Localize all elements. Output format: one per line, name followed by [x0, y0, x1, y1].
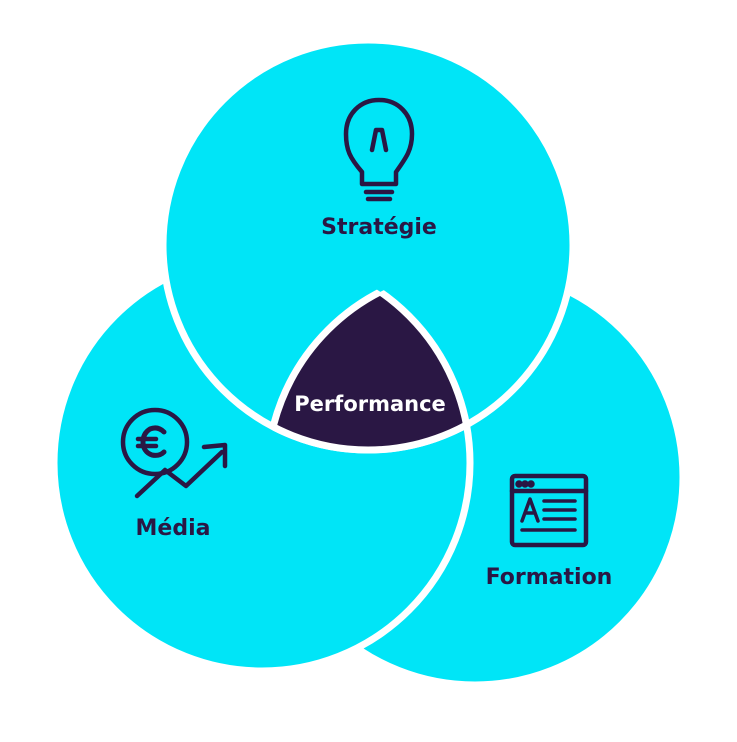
label-strategie: Stratégie — [321, 215, 437, 240]
euro-growth-icon — [120, 407, 228, 499]
lightbulb-icon — [343, 97, 415, 202]
label-media: Média — [136, 516, 211, 541]
document-text-icon — [509, 473, 589, 548]
label-formation: Formation — [486, 565, 613, 590]
label-performance: Performance — [294, 392, 446, 416]
